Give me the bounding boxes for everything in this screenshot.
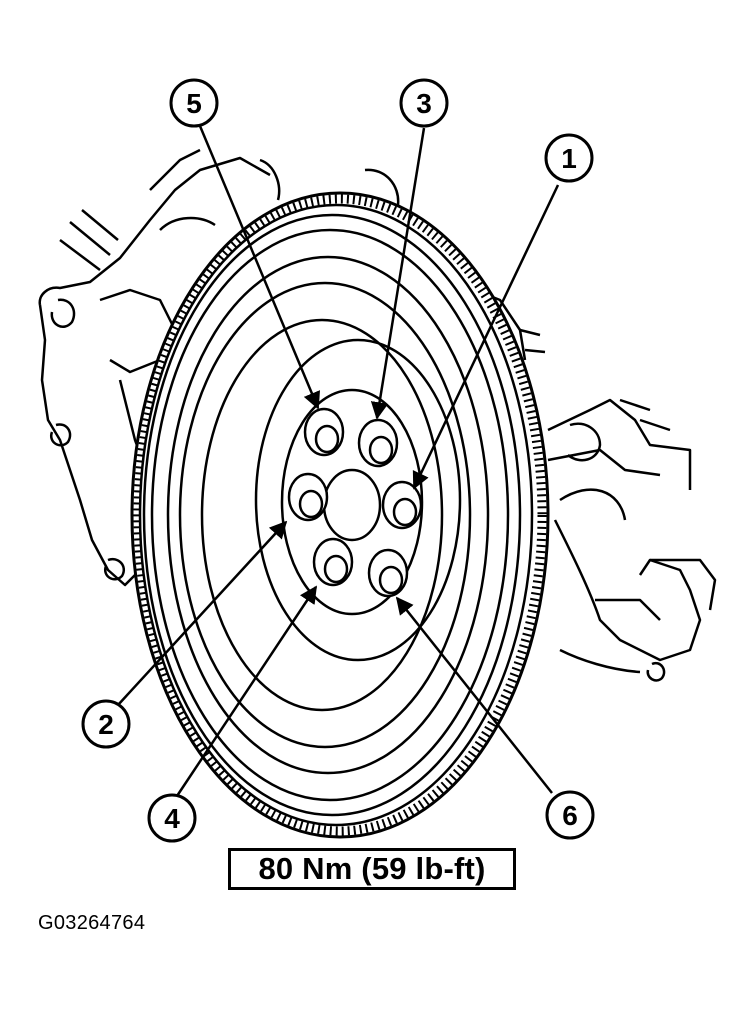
callout-2-label: 2	[98, 709, 114, 740]
bolt-2	[287, 472, 329, 522]
leader-line-2	[117, 520, 288, 706]
callout-3: 3	[399, 78, 449, 128]
callout-6-label: 6	[562, 800, 578, 831]
leader-lines	[117, 125, 560, 797]
leader-line-4	[175, 585, 318, 797]
callout-6: 6	[545, 790, 595, 840]
callout-5: 5	[169, 78, 219, 128]
flywheel-face	[142, 213, 522, 817]
bolt-3	[357, 418, 399, 468]
flywheel-center-hole	[322, 468, 382, 542]
callout-1-label: 1	[561, 143, 577, 174]
callout-2: 2	[81, 699, 131, 749]
engine-bracket-outline	[547, 398, 717, 682]
engine-block-outline	[38, 148, 546, 587]
callout-1: 1	[544, 133, 594, 183]
figure-id: G03264764	[38, 912, 146, 934]
leader-line-3	[370, 127, 426, 420]
callout-4: 4	[147, 793, 197, 843]
callout-5-label: 5	[186, 88, 202, 119]
bolt-1	[381, 480, 423, 530]
bolt-6	[367, 548, 409, 598]
leader-line-6	[395, 596, 553, 794]
leader-line-5	[198, 125, 320, 410]
ring-gear-teeth	[133, 194, 547, 836]
callout-3-label: 3	[416, 88, 432, 119]
callout-4-label: 4	[164, 803, 180, 834]
flywheel-bolts	[287, 407, 423, 598]
torque-spec-text: 80 Nm (59 lb-ft)	[258, 851, 486, 886]
bolt-4	[312, 537, 354, 587]
leader-line-1	[412, 184, 560, 490]
torque-spec-box: 80 Nm (59 lb-ft)	[228, 848, 516, 890]
bolt-5	[303, 407, 345, 457]
